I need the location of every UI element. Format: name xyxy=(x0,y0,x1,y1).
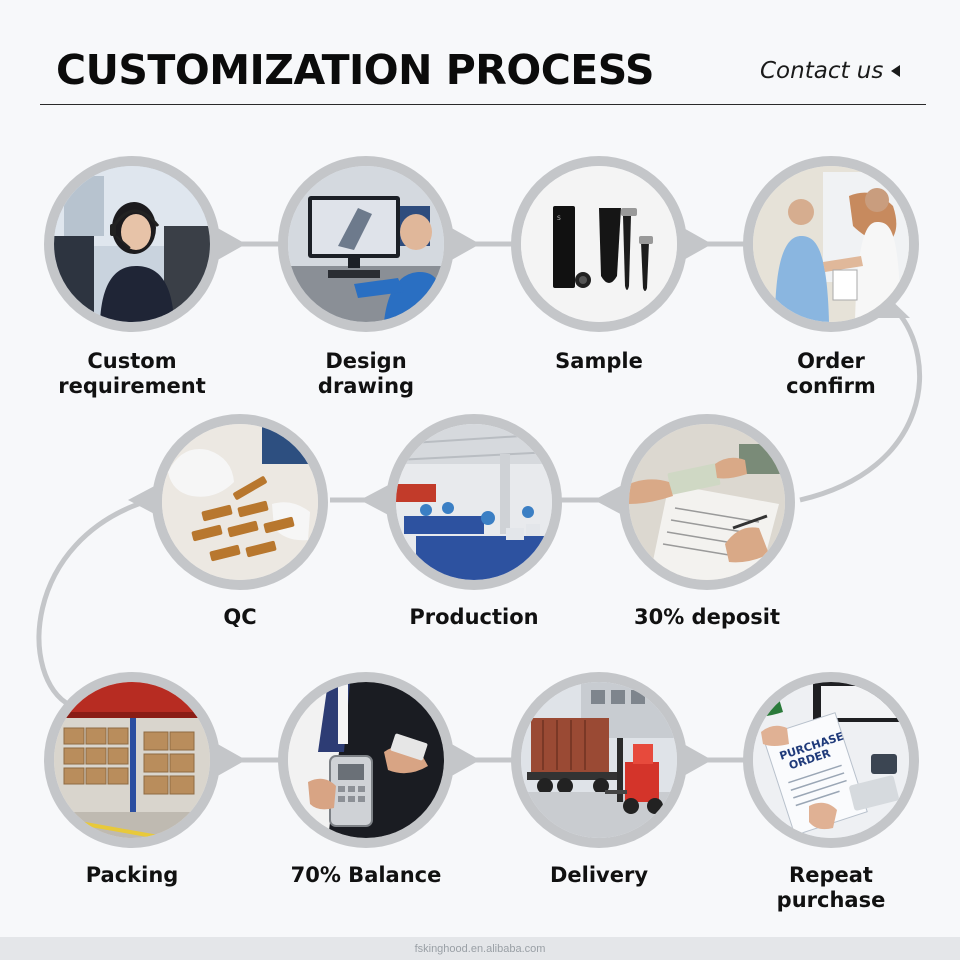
footer-bar: fskinghood.en.alibaba.com xyxy=(0,937,960,960)
watermark-text: fskinghood.en.alibaba.com xyxy=(414,943,546,955)
pointer-10 xyxy=(680,742,712,778)
caret-left-icon xyxy=(891,65,901,77)
handshake-icon xyxy=(753,166,909,322)
connector-7-8 xyxy=(36,497,151,708)
sample-product-icon: S xyxy=(521,166,677,322)
step-label-6: Production xyxy=(409,605,539,629)
step-node-3: S xyxy=(511,156,687,332)
step-node-1 xyxy=(44,156,220,332)
step-node-2 xyxy=(278,156,454,332)
header-divider xyxy=(40,104,926,105)
step-label-2: Design drawing xyxy=(317,349,415,398)
page-title: CUSTOMIZATION PROCESS xyxy=(56,46,655,94)
card-payment-icon xyxy=(288,682,444,838)
step-label-9: 70% Balance xyxy=(290,863,442,887)
step-node-7 xyxy=(152,414,328,590)
contact-us-label: Contact us xyxy=(760,58,884,84)
step-node-5 xyxy=(619,414,795,590)
step-label-10: Delivery xyxy=(549,863,649,887)
step-label-7: QC xyxy=(223,605,257,629)
pointer-9 xyxy=(448,742,480,778)
step-node-10 xyxy=(511,672,687,848)
step-label-8: Packing xyxy=(85,863,179,887)
quality-check-icon xyxy=(162,424,318,580)
connector-4-5 xyxy=(799,308,923,503)
pointer-2 xyxy=(448,226,480,262)
pointer-1 xyxy=(214,226,246,262)
pointer-3 xyxy=(680,226,712,262)
purchase-order-icon: PURCHASE ORDER xyxy=(753,682,909,838)
step-label-5: 30% deposit xyxy=(633,605,781,629)
deposit-payment-icon xyxy=(629,424,785,580)
svg-text:S: S xyxy=(557,215,561,222)
step-label-3: Sample xyxy=(555,349,643,373)
cad-design-icon xyxy=(288,166,444,322)
contact-us-link[interactable]: Contact us xyxy=(760,58,901,84)
factory-icon xyxy=(396,424,552,580)
step-label-4: Order confirm xyxy=(786,349,876,398)
step-node-9 xyxy=(278,672,454,848)
step-node-11: PURCHASE ORDER xyxy=(743,672,919,848)
warehouse-icon xyxy=(54,682,210,838)
step-node-6 xyxy=(386,414,562,590)
step-node-8 xyxy=(44,672,220,848)
truck-icon xyxy=(521,682,677,838)
pointer-8 xyxy=(214,742,246,778)
customer-service-icon xyxy=(54,166,210,322)
step-label-1: Custom requirement xyxy=(58,349,206,398)
step-label-11: Repeat purchase xyxy=(776,863,886,912)
step-node-4 xyxy=(743,156,919,332)
pointer-6 xyxy=(360,482,394,518)
